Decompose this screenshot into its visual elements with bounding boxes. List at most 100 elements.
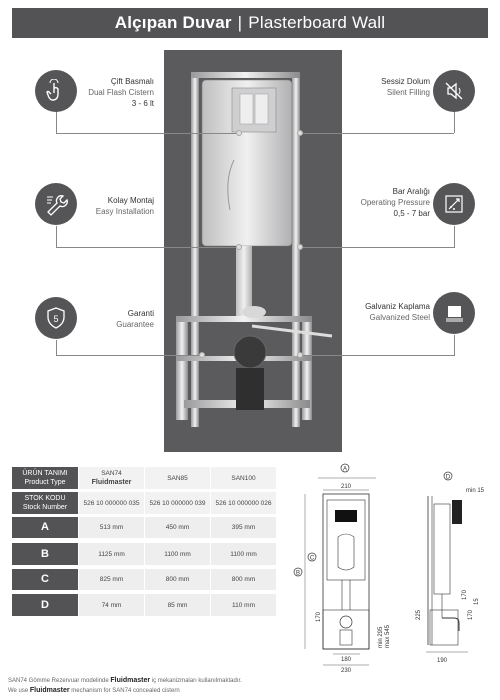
- footnote: SAN74 Gömme Rezervuar modelinde Fluidmas…: [8, 676, 242, 696]
- feature-en-galvanized: Galvanized Steel: [369, 313, 430, 322]
- front-top-width: 210: [341, 484, 352, 490]
- label-stock-number: STOK KODU Stock Number: [12, 492, 78, 514]
- footnote-line-1: SAN74 Gömme Rezervuar modelinde Fluidmas…: [8, 676, 242, 686]
- connector-line-guarantee-h: [56, 355, 202, 356]
- connector-dot-silent-fill: [297, 130, 303, 136]
- table-cell: 526 10 000000 035: [78, 492, 144, 514]
- side-dim-170a: 170: [468, 609, 474, 620]
- connector-line-galvanized: [454, 335, 455, 356]
- table-row-dim-c: C 825 mm 800 mm 800 mm: [12, 569, 276, 590]
- table-cell: 513 mm: [78, 517, 144, 538]
- footnote-1-post: iç mekanizmaları kullanılmaktadır.: [151, 678, 242, 684]
- label-stock-en: Stock Number: [22, 504, 68, 511]
- connector-line-silent-fill: [454, 111, 455, 133]
- feature-tr-pressure: Bar Aralığı: [392, 187, 430, 196]
- feature-circle-easy-install: [35, 183, 77, 225]
- table-row-stock: STOK KODU Stock Number 526 10 000000 035…: [12, 492, 276, 514]
- connector-line-dual-flash: [56, 111, 57, 133]
- connector-line-galvanized-h: [300, 355, 454, 356]
- wrench-icon: [47, 195, 68, 216]
- front-label-c: C: [310, 556, 315, 562]
- footnote-2-pre: We use: [8, 688, 29, 694]
- svg-text:5: 5: [53, 314, 58, 324]
- connector-line-dual-flash-h: [56, 133, 239, 134]
- side-dim-170b: 170: [462, 589, 468, 600]
- front-label-a: A: [343, 467, 347, 473]
- concealed-cistern-frame-illustration: [176, 72, 333, 427]
- side-dim-15: 15: [474, 598, 480, 605]
- connector-line-silent-fill-h: [300, 133, 454, 134]
- table-cell: 1100 mm: [210, 543, 276, 565]
- connector-dot-pressure: [297, 244, 303, 250]
- pressure-gauge-icon: [445, 195, 463, 213]
- table-cell: 85 mm: [144, 594, 210, 616]
- side-view-drawing: D min 15 225 170 170 15 190: [408, 470, 496, 670]
- table-row-dim-a: A 513 mm 450 mm 395 mm: [12, 517, 276, 538]
- dim-label-b: B: [12, 543, 78, 565]
- product-brand-1: Fluidmaster: [91, 479, 132, 486]
- product-name-1: SAN74: [101, 470, 122, 477]
- table-cell: 526 10 000000 039: [144, 492, 210, 514]
- side-label-d: D: [446, 475, 451, 481]
- table-row-dim-b: B 1125 mm 1100 mm 1100 mm: [12, 543, 276, 565]
- feature-circle-galvanized: [433, 292, 475, 334]
- connector-line-pressure: [454, 226, 455, 248]
- connector-dot-galvanized: [297, 352, 303, 358]
- touch-hand-icon: [46, 79, 59, 101]
- table-row-dim-d: D 74 mm 85 mm 110 mm: [12, 594, 276, 616]
- feature-value-dual-flash: 3 - 6 lt: [131, 99, 154, 108]
- side-width-190: 190: [437, 658, 448, 664]
- feature-circle-pressure: [433, 183, 475, 225]
- footnote-1-brand: Fluidmaster: [110, 677, 151, 684]
- connector-line-guarantee: [56, 340, 57, 356]
- product-photo: [164, 50, 342, 452]
- product-name-2: SAN85: [167, 474, 188, 482]
- footnote-1-pre: SAN74 Gömme Rezervuar modelinde: [8, 678, 109, 684]
- table-cell: 1125 mm: [78, 543, 144, 565]
- dim-label-a: A: [12, 517, 78, 538]
- table-header-cell: SAN85: [144, 467, 210, 489]
- table-cell: 526 10 000000 026: [210, 492, 276, 514]
- connector-line-easy-install: [56, 226, 57, 248]
- feature-en-guarantee: Guarantee: [116, 320, 154, 329]
- table-cell: 395 mm: [210, 517, 276, 538]
- table-cell: 825 mm: [78, 569, 144, 590]
- front-label-b: B: [296, 571, 300, 577]
- feature-tr-silent-fill: Sessiz Dolum: [381, 77, 430, 86]
- footnote-2-brand: Fluidmaster: [29, 687, 70, 694]
- dim-label-d: D: [12, 594, 78, 616]
- title-separator: |: [237, 13, 243, 32]
- connector-dot-guarantee: [199, 352, 205, 358]
- table-header-cell: SAN74 Fluidmaster: [78, 467, 144, 489]
- feature-circle-dual-flash: [35, 70, 77, 112]
- front-bottom-230: 230: [341, 668, 352, 674]
- feature-tr-galvanized: Galvaniz Kaplama: [365, 302, 430, 311]
- side-view-svg: D min 15 225 170 170 15 190: [416, 471, 485, 664]
- label-product-type-en: Product Type: [24, 479, 66, 486]
- feature-en-dual-flash: Dual Flash Cistern: [88, 88, 154, 97]
- connector-line-pressure-h: [300, 247, 454, 248]
- table-cell: 800 mm: [210, 569, 276, 590]
- table-cell: 1100 mm: [144, 543, 210, 565]
- front-view-svg: A 210 B C min 295 max 545 170 180 230: [293, 463, 391, 674]
- table-cell: 74 mm: [78, 594, 144, 616]
- table-header-cell: SAN100: [210, 467, 276, 489]
- feature-circle-silent-fill: [433, 70, 475, 112]
- table-cell: 450 mm: [144, 517, 210, 538]
- connector-dot-dual-flash: [236, 130, 242, 136]
- galvanized-steel-icon: [446, 306, 463, 322]
- front-side-max: max 545: [385, 624, 391, 648]
- feature-en-pressure: Operating Pressure: [360, 198, 430, 207]
- connector-dot-easy-install: [236, 244, 242, 250]
- front-bottom-180: 180: [341, 657, 352, 663]
- page-header: Alçıpan Duvar | Plasterboard Wall: [12, 8, 488, 38]
- feature-en-easy-install: Easy Installation: [95, 207, 154, 216]
- table-row-product: ÜRÜN TANIMI Product Type SAN74 Fluidmast…: [12, 467, 276, 489]
- footnote-line-2: We use Fluidmaster mechanism for SAN74 c…: [8, 686, 242, 696]
- side-min: min 15: [466, 488, 485, 494]
- shield-five-icon: 5: [47, 307, 65, 329]
- dim-label-c: C: [12, 569, 78, 590]
- front-view-drawing: A 210 B C min 295 max 545 170 180 230: [290, 462, 400, 674]
- connector-line-easy-install-h: [56, 247, 239, 248]
- product-name-3: SAN100: [231, 474, 256, 482]
